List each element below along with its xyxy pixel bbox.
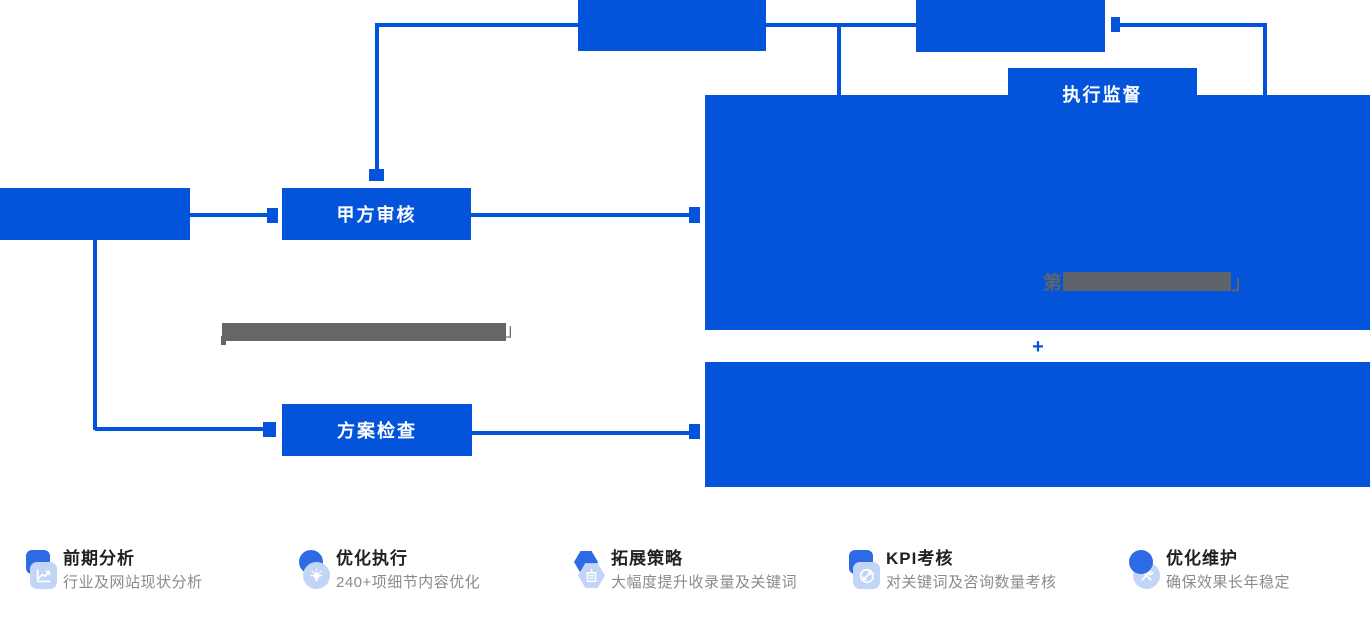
connector-line (471, 213, 689, 217)
feature-title: 前期分析 (63, 549, 135, 568)
redacted-prefix: 第 (1043, 273, 1063, 294)
wrench-tools-icon (1127, 549, 1160, 593)
redaction-bar (1063, 272, 1232, 291)
feature-subtitle: 大幅度提升收录量及关键词 (611, 574, 798, 591)
feature-subtitle: 行业及网站现状分析 (63, 574, 203, 591)
icon-face (853, 562, 880, 589)
trend-chart-icon (24, 549, 57, 593)
feature-title: 优化执行 (336, 549, 408, 568)
connector-endpoint (689, 207, 700, 223)
gavel-badge-glyph (859, 568, 874, 583)
plus-sign: + (1032, 336, 1044, 358)
connector-endpoint (267, 208, 278, 223)
feature-title: 优化维护 (1166, 549, 1238, 568)
connector-line (375, 23, 379, 170)
connector-line (837, 27, 841, 95)
trend-chart-glyph (36, 569, 51, 583)
feature-item-tuozhan-celue: 拓展策略 大幅度提升收录量及关键词 (572, 549, 797, 593)
feature-text: 拓展策略 大幅度提升收录量及关键词 (611, 549, 797, 593)
connector-line (93, 240, 97, 430)
flow-box-plan-check: 方案检查 (282, 404, 472, 456)
connector-line (375, 23, 578, 27)
flow-box-top-b (916, 0, 1105, 52)
redacted-suffix: 」 (1232, 273, 1252, 294)
connector-endpoint (689, 424, 700, 439)
lightbulb-glyph (310, 568, 323, 581)
connector-line (1263, 23, 1267, 95)
redacted-text-on-panel: 第 」 (1043, 268, 1251, 295)
feature-text: 优化维护 确保效果长年稳定 (1166, 549, 1290, 593)
connector-line (1120, 23, 1267, 27)
feature-text: KPI考核 对关键词及咨询数量考核 (886, 549, 1057, 593)
feature-item-kpi-kaohe: KPI考核 对关键词及咨询数量考核 (847, 549, 1057, 593)
flow-panel-top (705, 95, 1370, 330)
feature-text: 优化执行 240+项细节内容优化 (336, 549, 480, 593)
redacted-text-note: 」 (221, 316, 522, 345)
icon-face (303, 562, 330, 589)
feature-item-youhua-weihu: 优化维护 确保效果长年稳定 (1127, 549, 1290, 593)
connector-endpoint (263, 422, 276, 437)
feature-subtitle: 240+项细节内容优化 (336, 574, 481, 591)
feature-subtitle: 对关键词及咨询数量考核 (886, 574, 1057, 591)
connector-endpoint (1111, 17, 1120, 32)
building-glyph (586, 568, 597, 583)
feature-text: 前期分析 行业及网站现状分析 (63, 549, 203, 593)
flow-box-top-a (578, 0, 766, 51)
connector-line (766, 23, 916, 27)
icon-backdrop (1129, 550, 1153, 574)
flow-panel-bottom (705, 362, 1370, 487)
feature-item-youhua-zhixing: 优化执行 240+项细节内容优化 (297, 549, 480, 593)
connector-line (95, 427, 263, 431)
icon-face (30, 562, 57, 589)
flow-box-party-a-review: 甲方审核 (282, 188, 471, 240)
flow-box-left (0, 188, 190, 240)
connector-line (471, 431, 689, 435)
feature-title: 拓展策略 (611, 549, 683, 568)
lightbulb-icon (297, 549, 330, 593)
gavel-badge-icon (847, 549, 880, 593)
flow-box-execution-supervision: 执行监督 (1008, 68, 1197, 120)
redacted-suffix: 」 (505, 321, 522, 340)
feature-title: KPI考核 (886, 549, 954, 568)
redaction-fragment (221, 336, 226, 345)
connector-line (190, 213, 267, 217)
redaction-bar (222, 323, 506, 341)
feature-item-qianqi-fenxi: 前期分析 行业及网站现状分析 (24, 549, 203, 593)
building-icon (572, 549, 605, 593)
connector-endpoint (369, 169, 384, 181)
feature-subtitle: 确保效果长年稳定 (1166, 574, 1291, 591)
